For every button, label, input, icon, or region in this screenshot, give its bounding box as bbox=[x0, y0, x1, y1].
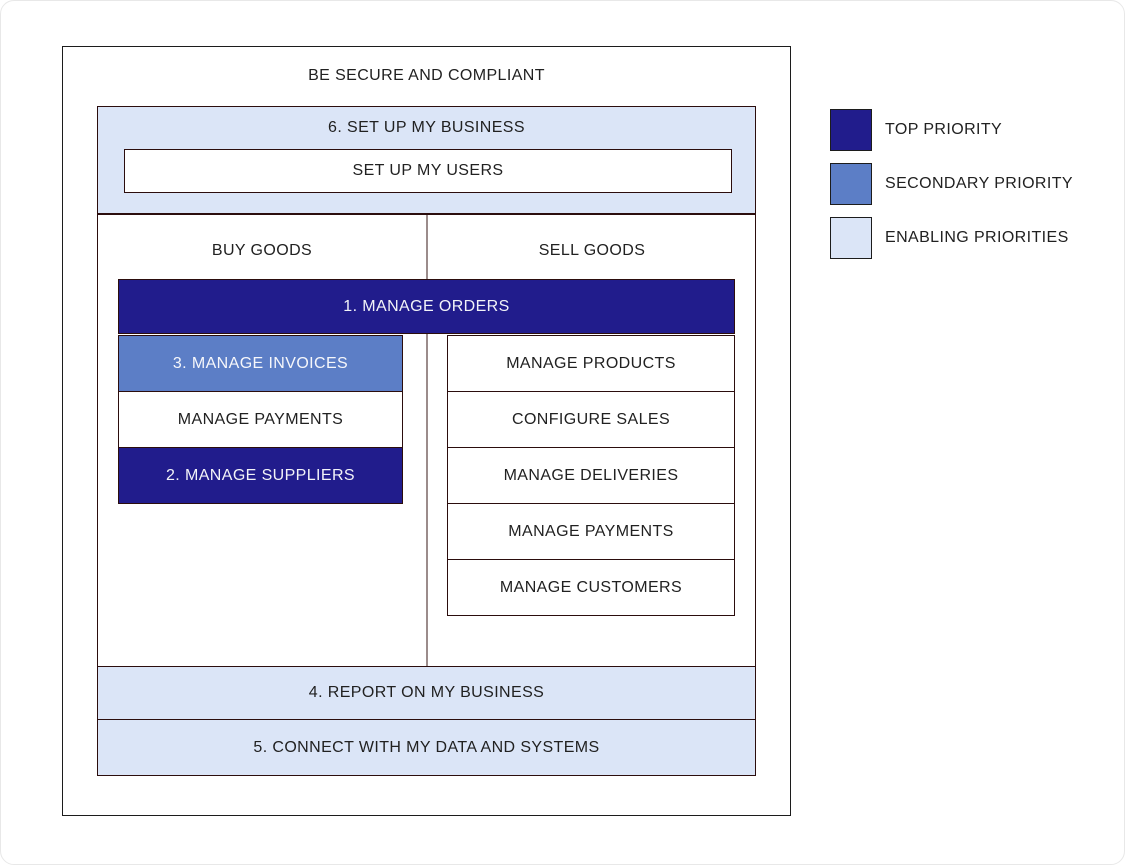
secondary-priority-label: SECONDARY PRIORITY bbox=[885, 175, 1073, 192]
set-up-my-users-label: SET UP MY USERS bbox=[352, 162, 504, 179]
legend-row-secondary-priority: SECONDARY PRIORITY bbox=[830, 163, 1073, 205]
manage-payments-sell-box: MANAGE PAYMENTS bbox=[447, 503, 735, 560]
manage-products-box: MANAGE PRODUCTS bbox=[447, 335, 735, 392]
enabling-priorities-label: ENABLING PRIORITIES bbox=[885, 229, 1069, 246]
set-up-my-users-box: SET UP MY USERS bbox=[124, 149, 732, 193]
manage-invoices-box: 3. MANAGE INVOICES bbox=[118, 335, 403, 392]
be-secure-compliant-label: BE SECURE AND COMPLIANT bbox=[308, 67, 545, 84]
secondary-priority-swatch bbox=[830, 163, 872, 205]
manage-suppliers-box: 2. MANAGE SUPPLIERS bbox=[118, 447, 403, 504]
buy-goods-header: BUY GOODS bbox=[211, 242, 313, 259]
configure-sales-box: CONFIGURE SALES bbox=[447, 391, 735, 448]
manage-orders-box: 1. MANAGE ORDERS bbox=[118, 279, 735, 334]
legend-row-top-priority: TOP PRIORITY bbox=[830, 109, 1002, 151]
sell-goods-header: SELL GOODS bbox=[538, 242, 646, 259]
manage-customers-box: MANAGE CUSTOMERS bbox=[447, 559, 735, 616]
top-priority-swatch bbox=[830, 109, 872, 151]
connect-with-data-systems-bar: 5. CONNECT WITH MY DATA AND SYSTEMS bbox=[97, 719, 756, 776]
set-up-my-business-label: 6. SET UP MY BUSINESS bbox=[328, 119, 525, 136]
report-on-my-business-bar: 4. REPORT ON MY BUSINESS bbox=[97, 666, 756, 720]
be-secure-compliant-container: BE SECURE AND COMPLIANT 6. SET UP MY BUS… bbox=[62, 46, 791, 816]
manage-payments-buy-box: MANAGE PAYMENTS bbox=[118, 391, 403, 448]
set-up-my-business-box: 6. SET UP MY BUSINESS SET UP MY USERS bbox=[97, 106, 756, 214]
top-priority-label: TOP PRIORITY bbox=[885, 121, 1003, 138]
buy-goods-stack: 3. MANAGE INVOICES MANAGE PAYMENTS 2. MA… bbox=[118, 335, 403, 504]
goods-section: BUY GOODS SELL GOODS 1. MANAGE ORDERS 3.… bbox=[97, 214, 756, 667]
enabling-priorities-swatch bbox=[830, 217, 872, 259]
legend-row-enabling-priorities: ENABLING PRIORITIES bbox=[830, 217, 1069, 259]
column-divider bbox=[426, 215, 428, 666]
sell-goods-stack: MANAGE PRODUCTS CONFIGURE SALES MANAGE D… bbox=[447, 335, 735, 616]
manage-deliveries-box: MANAGE DELIVERIES bbox=[447, 447, 735, 504]
